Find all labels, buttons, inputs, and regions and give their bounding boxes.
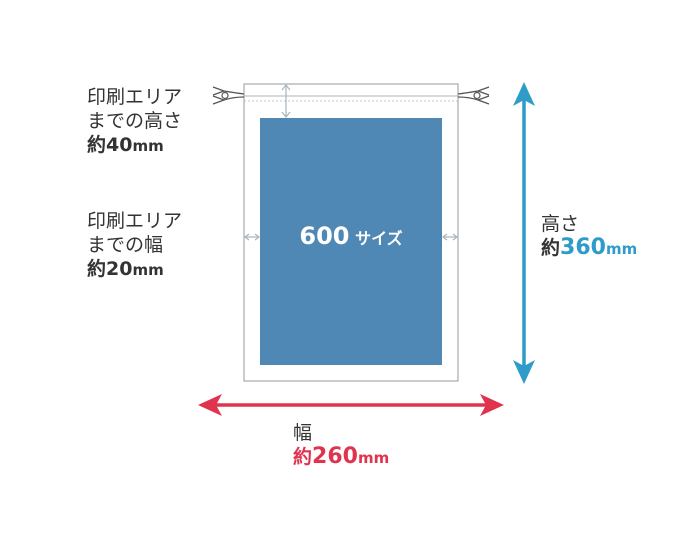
height-approx: 約: [541, 237, 561, 259]
height-arrow: [513, 82, 535, 384]
width-label-text: 幅: [293, 422, 313, 444]
size-number: 600: [299, 222, 350, 250]
right-gap-arrow: [442, 233, 458, 241]
width-value: 260: [312, 444, 358, 469]
side-margin-value-line: 約20mm: [87, 257, 182, 282]
print-area-size-label: 600 サイズ: [260, 220, 442, 255]
top-gap-arrow: [281, 84, 291, 118]
side-margin-line2: までの幅: [87, 234, 164, 256]
side-margin-value: 20: [106, 258, 133, 280]
top-margin-approx: 約: [87, 134, 107, 156]
height-label-text: 高さ: [541, 213, 580, 235]
height-value-line: 約360mm: [541, 236, 637, 261]
size-suffix: サイズ: [355, 229, 403, 248]
width-label: 幅 約260mm: [293, 421, 389, 470]
width-arrow: [198, 394, 504, 416]
side-margin-line1: 印刷エリア: [87, 210, 183, 232]
drawstring-cord-left-icon: [212, 86, 245, 105]
side-margin-label: 印刷エリア までの幅 約20mm: [87, 209, 182, 282]
width-approx: 約: [293, 446, 313, 468]
top-margin-line1: 印刷エリア: [87, 86, 183, 108]
height-label: 高さ 約360mm: [541, 212, 637, 261]
top-margin-value-line: 約40mm: [87, 133, 182, 158]
height-value: 360: [560, 235, 606, 260]
side-margin-unit: mm: [132, 261, 164, 279]
top-margin-value: 40: [106, 134, 133, 156]
side-margin-approx: 約: [87, 258, 107, 280]
drawstring-cord-right-icon: [457, 86, 490, 105]
top-margin-unit: mm: [132, 137, 164, 155]
print-area: [260, 118, 442, 365]
width-value-line: 約260mm: [293, 445, 389, 470]
top-margin-label: 印刷エリア までの高さ 約40mm: [87, 85, 182, 158]
top-margin-line2: までの高さ: [87, 110, 183, 132]
left-gap-arrow: [244, 233, 260, 241]
width-unit: mm: [357, 449, 390, 467]
height-unit: mm: [605, 240, 638, 258]
